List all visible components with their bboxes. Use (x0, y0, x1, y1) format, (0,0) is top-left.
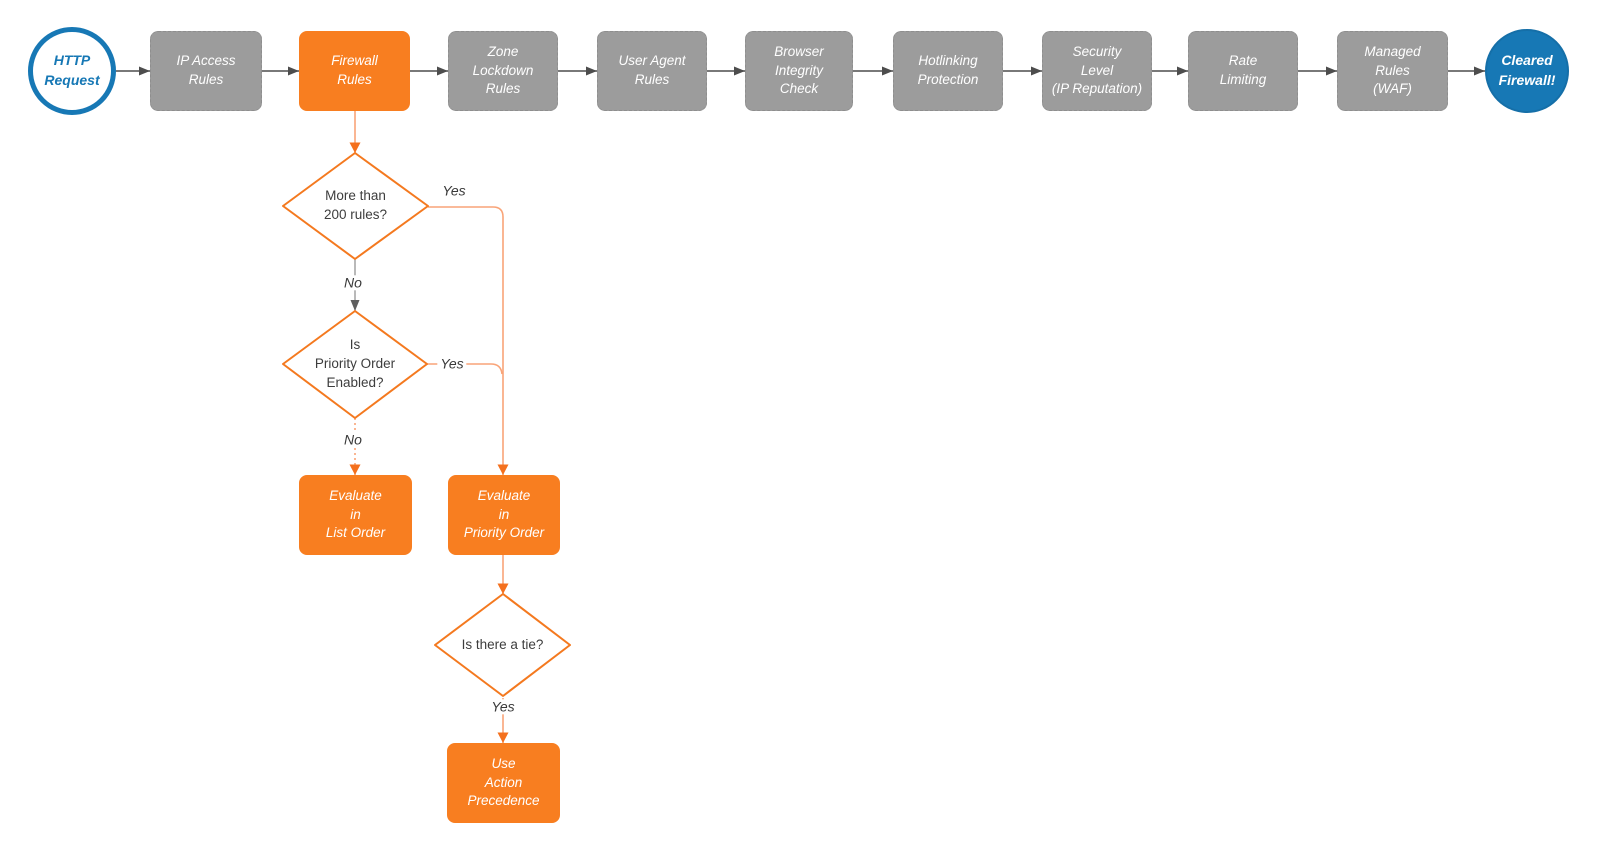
edge-decision2-yes-join (427, 363, 503, 375)
end-node-cleared-firewall: Cleared Firewall! (1485, 29, 1569, 113)
action-use-action-precedence: Use Action Precedence (447, 743, 560, 823)
stage-zone-lockdown-rules: Zone Lockdown Rules (448, 31, 558, 111)
decision1-label: More than 200 rules? (323, 188, 388, 222)
edge-decision1-yes-to-priority-order (428, 206, 509, 475)
decision3-diamond (434, 593, 571, 697)
stage-ip-access-rules: IP Access Rules (150, 31, 262, 111)
edge-label-decision1-no: No (341, 274, 365, 291)
stage-managed-rules-waf: Managed Rules (WAF) (1337, 31, 1448, 111)
action-evaluate-in-priority-order: Evaluate in Priority Order (448, 475, 560, 555)
edge-label-decision3-yes: Yes (488, 698, 518, 715)
decision-diamonds (282, 152, 571, 697)
stage-user-agent-rules: User Agent Rules (597, 31, 707, 111)
decision2-diamond (282, 310, 428, 419)
action-evaluate-in-list-order: Evaluate in List Order (299, 475, 412, 555)
edge-label-decision2-no: No (341, 431, 365, 448)
edge-label-decision1-yes: Yes (439, 182, 469, 199)
stage-browser-integrity-check: Browser Integrity Check (745, 31, 853, 111)
start-node-http-request: HTTP Request (28, 27, 116, 115)
edge-label-decision2-yes: Yes (437, 355, 467, 372)
stage-firewall-rules: Firewall Rules (299, 31, 410, 111)
stage-rate-limiting: Rate Limiting (1188, 31, 1298, 111)
branch-connectors (349, 111, 509, 743)
decision2-label: Is Priority Order Enabled? (314, 337, 396, 390)
stage-security-level: Security Level (IP Reputation) (1042, 31, 1152, 111)
decision1-diamond (282, 152, 429, 260)
decision3-label: Is there a tie? (461, 636, 544, 652)
stage-hotlinking-protection: Hotlinking Protection (893, 31, 1003, 111)
